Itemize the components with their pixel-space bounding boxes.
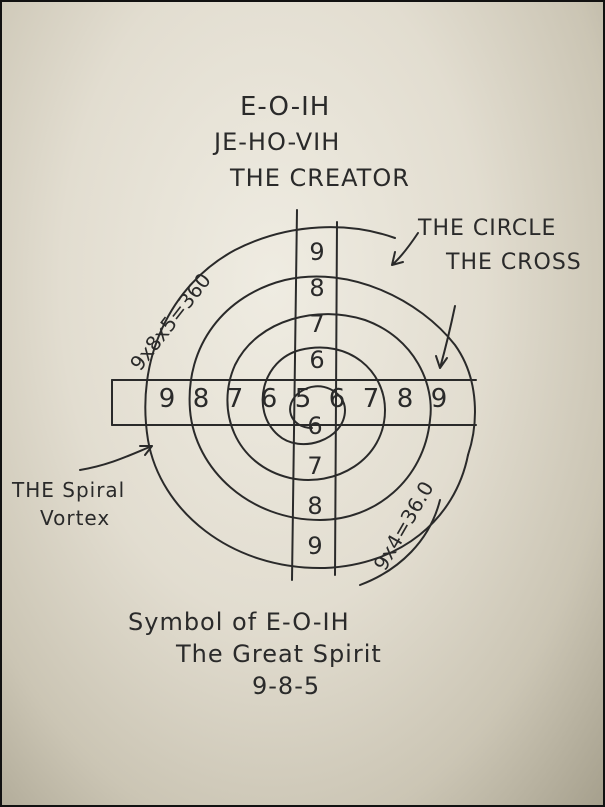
- cross-number: 8: [307, 492, 323, 520]
- cross-vertical-top-numbers: 9 8 7 6: [300, 238, 334, 380]
- cross-number: 8: [192, 384, 210, 414]
- cross-number: 9: [430, 384, 448, 414]
- label-the-circle: THE CIRCLE: [418, 216, 557, 241]
- cross-number: 7: [309, 310, 325, 338]
- title-eoih: E-O-IH: [240, 92, 331, 122]
- caption-great-spirit: The Great Spirit: [176, 640, 382, 668]
- cross-number: 7: [226, 384, 244, 414]
- cross-number: 8: [309, 274, 325, 302]
- cross-number: 9: [309, 238, 325, 266]
- cross-number: 6: [260, 384, 278, 414]
- label-vortex: Vortex: [40, 506, 111, 530]
- title-creator: THE CREATOR: [230, 164, 410, 192]
- outer-tail-line: [359, 499, 441, 586]
- label-the-cross: THE CROSS: [446, 250, 582, 275]
- title-jehovih: JE-HO-VIH: [214, 128, 341, 156]
- outer-spiral-line: [144, 226, 469, 570]
- cross-number: 9: [158, 384, 176, 414]
- equation-top: 9x8x5=360: [125, 268, 216, 375]
- label-spiral: THE Spiral: [12, 478, 126, 502]
- cross-number: 7: [362, 384, 380, 414]
- caption-985: 9-8-5: [252, 672, 321, 700]
- cross-number: 8: [396, 384, 414, 414]
- cross-number: 6: [328, 384, 346, 414]
- cross-number: 6: [307, 412, 323, 440]
- arrow-to-cross: [435, 305, 456, 369]
- spiral-line: [188, 275, 476, 522]
- cross-number: 5: [294, 384, 312, 414]
- cross-number: 6: [309, 346, 325, 374]
- arrow-to-spiral: [79, 445, 153, 471]
- arrow-to-circle: [391, 232, 419, 266]
- cross-vertical-bottom-numbers: 6 7 8 9: [298, 412, 332, 572]
- cross-number: 7: [307, 452, 323, 480]
- cross-number: 9: [307, 532, 323, 560]
- caption-symbol: Symbol of E-O-IH: [128, 608, 350, 636]
